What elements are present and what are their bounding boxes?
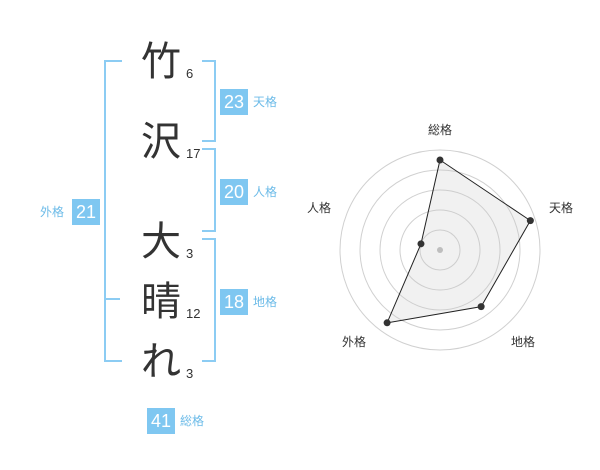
stroke-count-4: 12 [186,306,201,321]
name-char-1: 竹 [141,39,181,85]
radar-axis-label: 人格 [307,200,331,215]
radar-ring [339,149,541,351]
radar-ring [399,209,481,291]
gaikaku-label: 外格 [40,205,65,219]
tenkaku-bracket [202,60,216,142]
jinkaku-badge: 20 [220,179,248,205]
chikaku-badge: 18 [220,289,248,315]
radar-ring [379,189,501,311]
soukaku-badge: 41 [147,408,175,434]
tenkaku-badge: 23 [220,89,248,115]
radar-axis-label: 総格 [428,122,452,137]
stroke-count-2: 17 [186,146,201,161]
radar-area [386,159,532,324]
gaikaku-bracket-inner-tick [104,298,120,300]
jinkaku-label: 人格 [253,185,278,199]
stroke-count-5: 3 [186,366,194,381]
radar-axis-label: 外格 [342,334,366,349]
tenkaku-label: 天格 [253,95,278,109]
radar-ring [359,169,521,331]
stroke-count-1: 6 [186,66,194,81]
radar-point [526,217,534,225]
radar-axis-label: 天格 [549,200,573,215]
radar-point [383,319,391,327]
radar-axis-label: 地格 [511,334,535,349]
gaikaku-badge: 21 [72,199,100,225]
radar-point [436,156,444,164]
name-char-5: れ [141,339,181,385]
radar-ring [419,229,461,271]
radar-point [417,240,425,248]
name-char-4: 晴 [141,279,181,325]
radar-center [437,247,443,253]
name-char-3: 大 [141,219,181,265]
stroke-count-3: 3 [186,246,194,261]
gaikaku-bracket [104,60,122,362]
name-char-2: 沢 [141,119,181,165]
soukaku-label: 総格 [180,414,205,428]
radar-point [477,303,485,311]
chikaku-bracket [202,238,216,362]
chikaku-label: 地格 [253,295,278,309]
jinkaku-bracket [202,148,216,232]
